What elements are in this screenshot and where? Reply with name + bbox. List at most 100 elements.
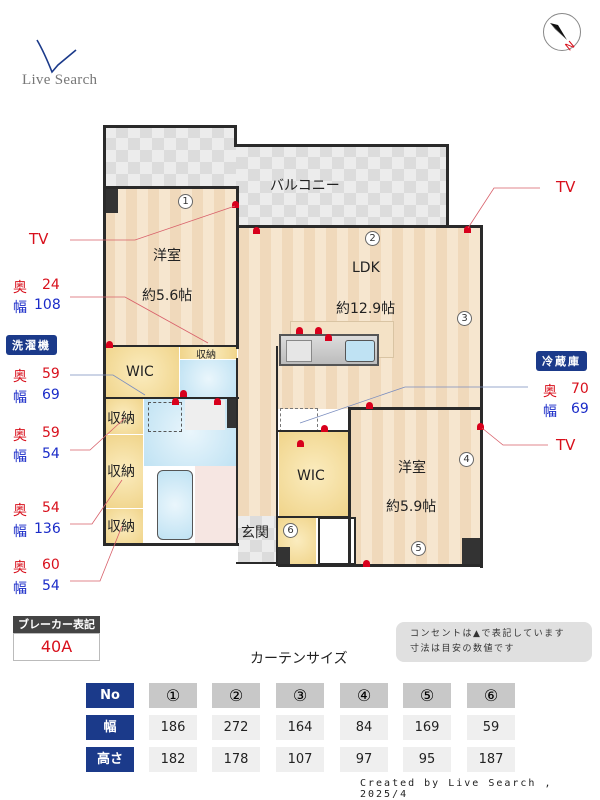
outlet-icon <box>214 398 221 405</box>
bathtub <box>157 470 193 540</box>
col-number: ① <box>149 683 197 708</box>
tv-label-right: TV <box>556 436 576 454</box>
bathroom-floor <box>195 466 237 544</box>
storage1-depth: 59 <box>42 425 60 441</box>
washer-width-label: 幅 <box>13 390 27 406</box>
header-no: No <box>86 683 134 708</box>
outlet-icon <box>363 560 370 567</box>
col-number: ② <box>212 683 260 708</box>
storage1-width-label: 幅 <box>13 449 27 465</box>
storage3-width-label: 幅 <box>13 581 27 597</box>
closet1-width: 108 <box>34 297 61 313</box>
washer-depth-label: 奥 <box>13 369 27 385</box>
outlet-icon <box>232 201 239 208</box>
balcony-label: バルコニー <box>270 178 340 194</box>
fridge-depth-label: 奥 <box>543 384 557 400</box>
legend-line-2: 寸法は目安の数値です <box>410 644 516 654</box>
curtain-title: カーテンサイズ <box>250 651 348 667</box>
cell-width: 59 <box>467 715 515 740</box>
ldk-name: LDK <box>352 260 380 276</box>
wic-1 <box>104 346 179 398</box>
storage2-width: 136 <box>34 521 61 537</box>
ldk-size: 約12.9帖 <box>336 301 396 317</box>
cell-height: 107 <box>276 747 324 772</box>
storage-3-label: 収納 <box>107 519 135 535</box>
wic-2-label: WIC <box>297 468 325 484</box>
toilet <box>180 360 237 398</box>
cell-height: 95 <box>403 747 451 772</box>
western-room-1 <box>104 188 237 346</box>
wic-2 <box>279 432 349 516</box>
storage2-depth: 54 <box>42 500 60 516</box>
cell-width: 186 <box>149 715 197 740</box>
washer-depth: 59 <box>42 366 60 382</box>
washbasin-icon <box>185 400 225 430</box>
cell-height: 187 <box>467 747 515 772</box>
header-height: 高さ <box>86 747 134 772</box>
pillar <box>462 538 482 566</box>
fridge-width: 69 <box>571 401 589 417</box>
legend-box: コンセントは▲で表記しています 寸法は目安の数値です <box>396 622 592 662</box>
compass-needle-icon: N <box>550 23 577 54</box>
closet1-depth: 24 <box>42 277 60 293</box>
cell-height: 178 <box>212 747 260 772</box>
tv-label-left: TV <box>29 230 49 248</box>
cell-height: 97 <box>340 747 388 772</box>
fridge-depth: 70 <box>571 381 589 397</box>
storage-3 <box>104 509 143 543</box>
storage-1 <box>104 398 143 434</box>
outlet-icon <box>325 334 332 341</box>
col-number: ⑤ <box>403 683 451 708</box>
wic-1-label: WIC <box>126 364 154 380</box>
closet1-width-label: 幅 <box>13 300 27 316</box>
western-room-1-size: 約5.6帖 <box>142 288 193 304</box>
tv-label-top-right: TV <box>556 178 576 196</box>
logo-mark-icon <box>36 39 77 74</box>
storage3-depth: 60 <box>42 557 60 573</box>
breaker-label: ブレーカー表記 <box>13 616 100 633</box>
washer-space <box>148 402 182 432</box>
hallway <box>238 346 278 516</box>
storage-small-label: 収納 <box>196 350 216 361</box>
cell-height: 182 <box>149 747 197 772</box>
outlet-icon <box>321 425 328 432</box>
cell-width: 169 <box>403 715 451 740</box>
pillar <box>227 398 237 428</box>
breaker-value: 40A <box>13 633 100 661</box>
entrance <box>238 516 278 563</box>
legend-line-1: コンセントは▲で表記しています <box>410 629 566 639</box>
header-width: 幅 <box>86 715 134 740</box>
fridge-badge: 冷蔵庫 <box>536 351 587 371</box>
entrance-label: 玄関 <box>241 525 269 541</box>
cell-width: 272 <box>212 715 260 740</box>
storage-2-label: 収納 <box>107 464 135 480</box>
washer-width: 69 <box>42 387 60 403</box>
col-number: ③ <box>276 683 324 708</box>
storage3-depth-label: 奥 <box>13 560 27 576</box>
window-number-2: 2 <box>365 231 380 246</box>
stove-icon <box>286 340 312 362</box>
storage1-width: 54 <box>42 446 60 462</box>
credit-text: Created by Live Search , 2025/4 <box>360 778 553 800</box>
storage-1-label: 収納 <box>107 411 135 427</box>
compass: N <box>543 13 581 54</box>
closet1-depth-label: 奥 <box>13 280 27 296</box>
window-number-5: 5 <box>411 541 426 556</box>
storage2-width-label: 幅 <box>13 524 27 540</box>
storage1-depth-label: 奥 <box>13 428 27 444</box>
outlet-icon <box>172 398 179 405</box>
pillar <box>278 547 290 564</box>
western-room-2 <box>350 409 482 567</box>
balcony-right <box>236 145 447 228</box>
storage-2 <box>104 435 143 508</box>
storage2-depth-label: 奥 <box>13 503 27 519</box>
outlet-icon <box>296 327 303 334</box>
outlet-icon <box>366 402 373 409</box>
cell-width: 84 <box>340 715 388 740</box>
col-number: ④ <box>340 683 388 708</box>
sink-icon <box>345 340 375 362</box>
logo-text: Live Search <box>22 72 98 88</box>
pillar <box>104 188 118 213</box>
outlet-icon <box>253 227 260 234</box>
outlet-icon <box>297 440 304 447</box>
